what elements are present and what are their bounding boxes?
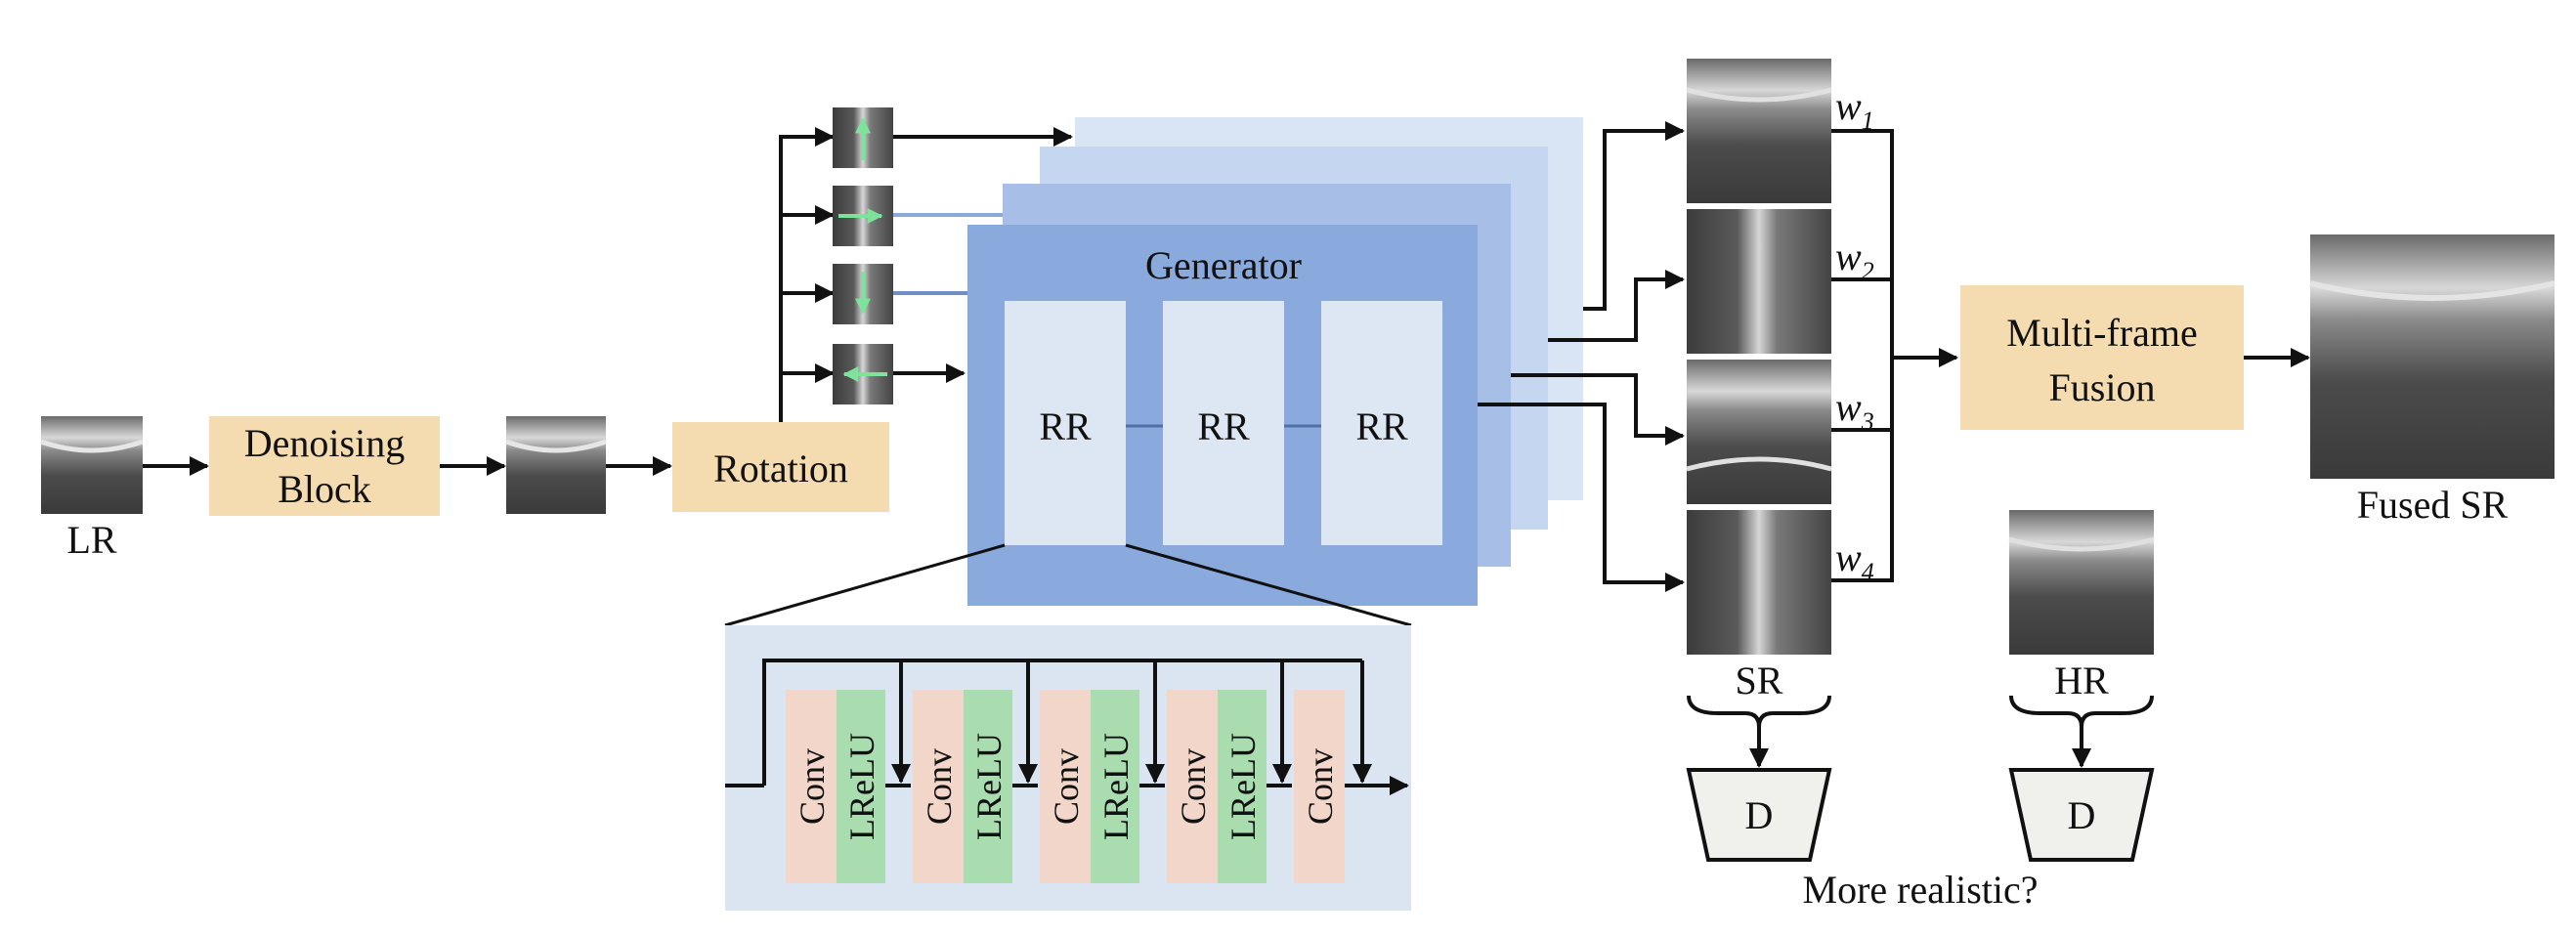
lrelu-label-2: LReLU	[969, 733, 1009, 840]
sr-label: SR	[1736, 659, 1783, 702]
fused-sr-image	[2309, 234, 2555, 479]
rr-block-3	[1321, 301, 1442, 545]
rotated-image-down	[833, 264, 893, 324]
rr-label-2: RR	[1197, 404, 1250, 448]
rotation-label: Rotation	[713, 447, 848, 490]
conv-label-5: Conv	[1301, 748, 1340, 825]
lr-image	[40, 416, 144, 514]
hr-image	[2008, 510, 2155, 655]
rotated-image-left	[833, 344, 893, 404]
discriminator-sr-label: D	[1745, 793, 1774, 837]
conv-block-1	[786, 690, 837, 883]
conv-block-3	[1040, 690, 1091, 883]
rotated-image-right	[833, 186, 893, 246]
discriminator-hr-label: D	[2068, 793, 2096, 837]
discriminator-hr	[2008, 768, 2155, 862]
lrelu-block-1	[837, 690, 885, 883]
conv-label-4: Conv	[1174, 748, 1213, 825]
denoising-label-line2: Block	[278, 467, 371, 511]
zoom-line-right	[1125, 543, 1412, 627]
conv-label-2: Conv	[920, 748, 959, 825]
conv-block-2	[913, 690, 964, 883]
rr-label-1: RR	[1039, 404, 1092, 448]
weight-merge-lines	[1831, 129, 1958, 582]
lrelu-label-4: LReLU	[1224, 733, 1263, 840]
generator-title: Generator	[1145, 243, 1302, 287]
sr-image-3	[1686, 360, 1832, 504]
discriminator-sr	[1686, 768, 1832, 862]
sr-image-2	[1687, 209, 1831, 354]
hr-label: HR	[2054, 659, 2109, 702]
conv-label-3: Conv	[1047, 748, 1086, 825]
denoised-image	[505, 416, 607, 514]
fusion-label-line1: Multi-frame	[2006, 311, 2198, 355]
conv-block-5	[1294, 690, 1345, 883]
conv-block-4	[1167, 690, 1218, 883]
denoising-block	[209, 416, 440, 516]
fusion-block	[1960, 285, 2244, 430]
fused-sr-label: Fused SR	[2357, 483, 2509, 527]
rotation-block	[672, 422, 889, 512]
rotation-fanout	[779, 127, 835, 422]
realism-question: More realistic?	[1803, 868, 2039, 912]
lrelu-block-3	[1091, 690, 1139, 883]
rr-label-3: RR	[1355, 404, 1408, 448]
rr-detail-skip-lines	[725, 659, 1409, 795]
generator-output-lines	[1478, 121, 1685, 592]
denoising-label-line1: Denoising	[244, 421, 405, 465]
lrelu-label-1: LReLU	[842, 733, 881, 840]
sr-image-4	[1687, 510, 1831, 655]
rotated-image-up	[833, 107, 893, 168]
fusion-label-line2: Fusion	[2049, 365, 2156, 409]
lrelu-block-4	[1218, 690, 1267, 883]
weight-w1: w1	[1835, 84, 1874, 135]
lrelu-block-2	[964, 690, 1012, 883]
zoom-line-left	[724, 543, 1006, 627]
sr-image-1	[1686, 59, 1832, 203]
lr-label: LR	[66, 518, 116, 562]
conv-label-1: Conv	[793, 748, 832, 825]
rr-block-1	[1005, 301, 1126, 545]
rr-block-2	[1163, 301, 1284, 545]
lrelu-label-3: LReLU	[1096, 733, 1136, 840]
